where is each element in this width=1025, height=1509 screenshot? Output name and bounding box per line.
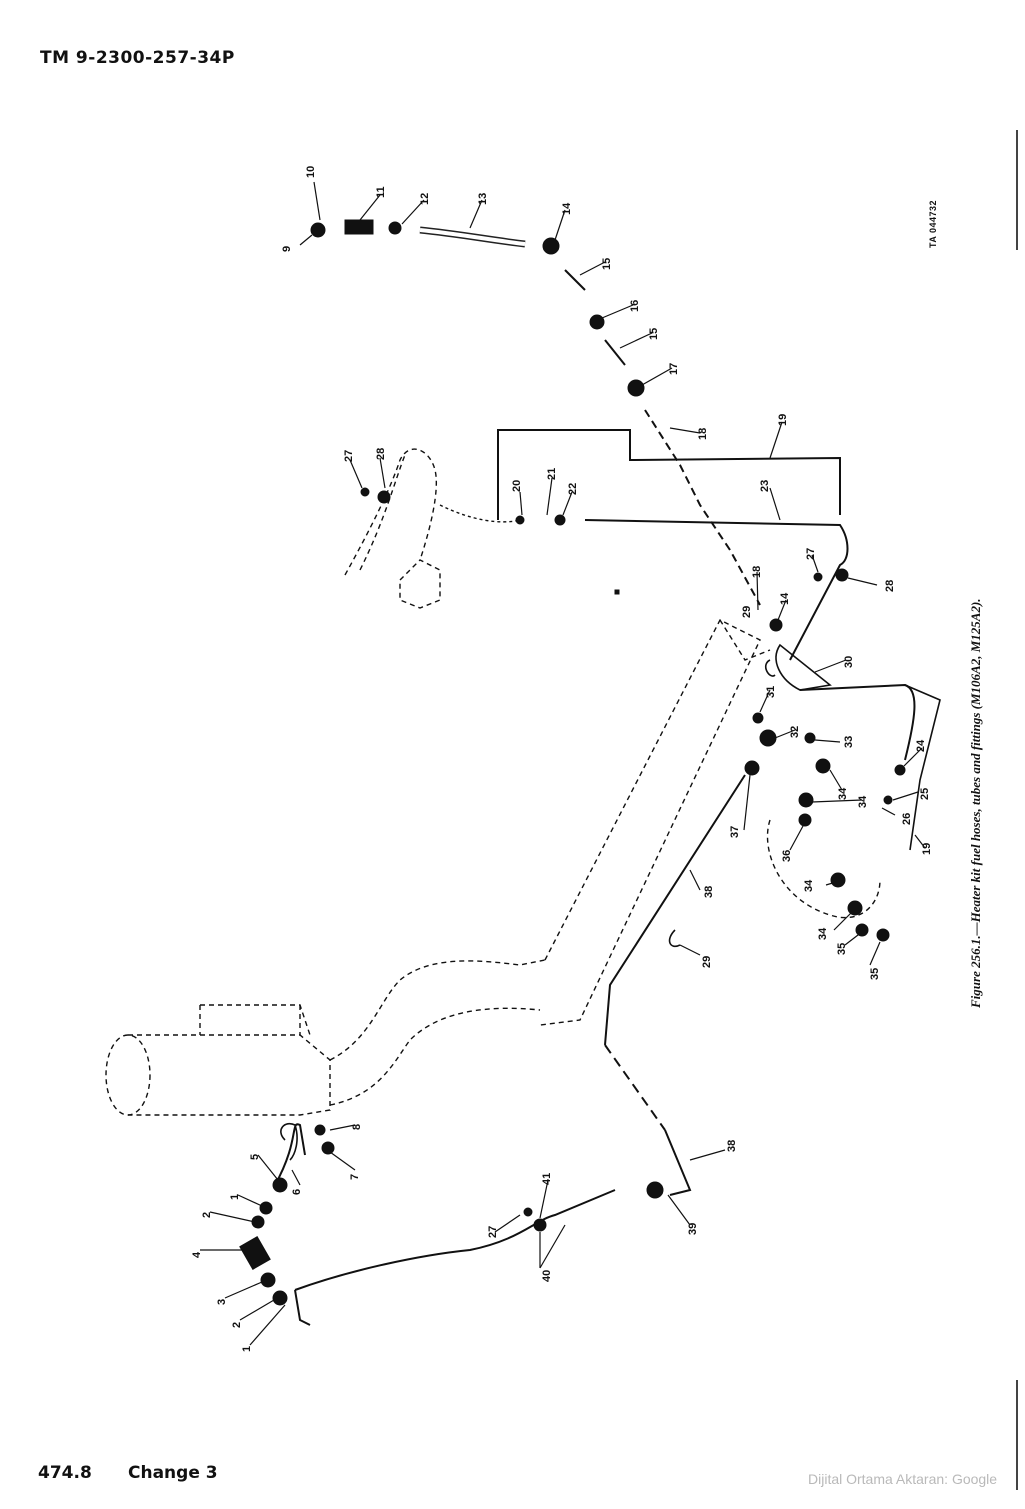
callout-27: 27 [487, 1226, 499, 1238]
callout-4: 4 [191, 1251, 203, 1258]
callout-39: 39 [687, 1223, 699, 1235]
callout-29: 29 [701, 956, 713, 968]
callout-27: 27 [343, 450, 355, 462]
callout-26: 26 [901, 813, 913, 825]
callout-40: 40 [541, 1270, 553, 1282]
callout-34: 34 [837, 787, 849, 800]
callout-33: 33 [843, 736, 855, 748]
clamps [280, 643, 941, 1161]
callout-6: 6 [291, 1189, 303, 1195]
callout-38: 38 [726, 1140, 738, 1152]
callout-8: 8 [351, 1124, 363, 1130]
page-number: 474.8 [38, 1463, 92, 1483]
scan-watermark: Dijital Ortama Aktaran: Google [808, 1471, 998, 1487]
callout-14: 14 [779, 592, 791, 605]
callout-9: 9 [281, 246, 293, 252]
callout-22: 22 [567, 483, 579, 495]
callout-16: 16 [629, 300, 641, 312]
callout-7: 7 [349, 1174, 361, 1180]
leader-lines [200, 181, 926, 1346]
callout-25: 25 [919, 788, 931, 800]
callout-38: 38 [703, 886, 715, 898]
change-notice: Change 3 [128, 1463, 218, 1483]
callout-23: 23 [759, 480, 771, 492]
callout-41: 41 [541, 1173, 553, 1185]
callout-3: 3 [216, 1299, 228, 1305]
callout-11: 11 [375, 186, 387, 198]
callout-37: 37 [729, 826, 741, 838]
callout-15: 15 [648, 328, 660, 340]
callout-32: 32 [789, 726, 801, 738]
document-id: TM 9-2300-257-34P [40, 48, 235, 68]
fittings [239, 219, 906, 1306]
callout-labels: 1 2 3 2 4 1 5 6 7 8 9 10 11 12 13 14 15 … [191, 166, 933, 1352]
callout-34: 34 [803, 879, 815, 892]
callout-30: 30 [843, 656, 855, 668]
callout-36: 36 [781, 850, 793, 862]
callout-18: 18 [751, 566, 763, 578]
callout-1: 1 [241, 1346, 253, 1352]
callout-2: 2 [201, 1212, 213, 1218]
callout-17: 17 [668, 363, 680, 375]
callout-15: 15 [601, 258, 613, 270]
callout-35: 35 [836, 943, 848, 955]
callout-28: 28 [884, 580, 896, 592]
fuel-lines [274, 226, 916, 1326]
callout-1: 1 [229, 1194, 241, 1200]
callout-31: 31 [765, 686, 777, 698]
callout-34: 34 [857, 795, 869, 808]
callout-28: 28 [375, 448, 387, 460]
callout-18: 18 [697, 428, 709, 440]
page-edge-right-top [1016, 130, 1018, 250]
callout-29: 29 [741, 606, 753, 618]
callout-13: 13 [477, 193, 489, 205]
callout-34: 34 [817, 927, 829, 940]
page-edge-right-bottom [1016, 1380, 1018, 1490]
callout-20: 20 [511, 480, 523, 492]
callout-24: 24 [915, 739, 927, 752]
callout-5: 5 [249, 1154, 261, 1160]
callout-14: 14 [561, 202, 573, 215]
callout-21: 21 [546, 468, 558, 480]
callout-2: 2 [231, 1322, 243, 1328]
callout-19: 19 [921, 843, 933, 855]
callout-27: 27 [805, 548, 817, 560]
callout-10: 10 [305, 166, 317, 178]
callout-12: 12 [419, 193, 431, 205]
vehicle-outline-dashed [105, 448, 881, 1116]
callout-35: 35 [869, 968, 881, 980]
callout-19: 19 [777, 414, 789, 426]
